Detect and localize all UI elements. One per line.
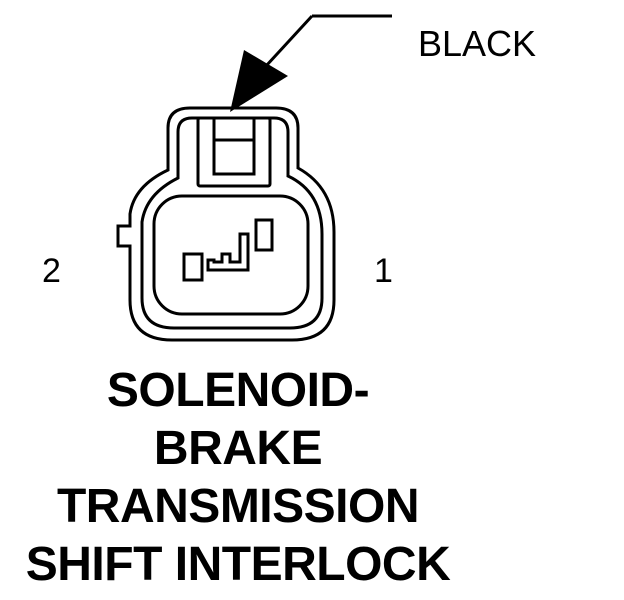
- terminal-1: [254, 218, 274, 252]
- wire-color-label: BLACK: [418, 23, 537, 64]
- terminal-key: [206, 232, 250, 272]
- title-line-2: BRAKE: [153, 422, 323, 475]
- callout-leader: [230, 14, 392, 112]
- pin-number-1: 1: [374, 252, 393, 290]
- terminal-cavity: [152, 194, 310, 316]
- title-line-1: SOLENOID-: [106, 364, 370, 417]
- title-line-3: TRANSMISSION: [56, 480, 420, 533]
- component-title: SOLENOID- BRAKE TRANSMISSION SHIFT INTER…: [0, 362, 476, 594]
- leader-line-diagonal: [264, 14, 314, 68]
- connector-housing: [116, 106, 336, 342]
- title-line-4: SHIFT INTERLOCK: [25, 538, 451, 591]
- arrowhead: [230, 50, 288, 112]
- latch-inner: [212, 138, 256, 176]
- terminal-2: [182, 252, 204, 282]
- latch-outer: [196, 116, 272, 188]
- housing-inner: [140, 116, 324, 330]
- pin-number-2: 2: [42, 252, 61, 290]
- housing-outer: [116, 106, 336, 342]
